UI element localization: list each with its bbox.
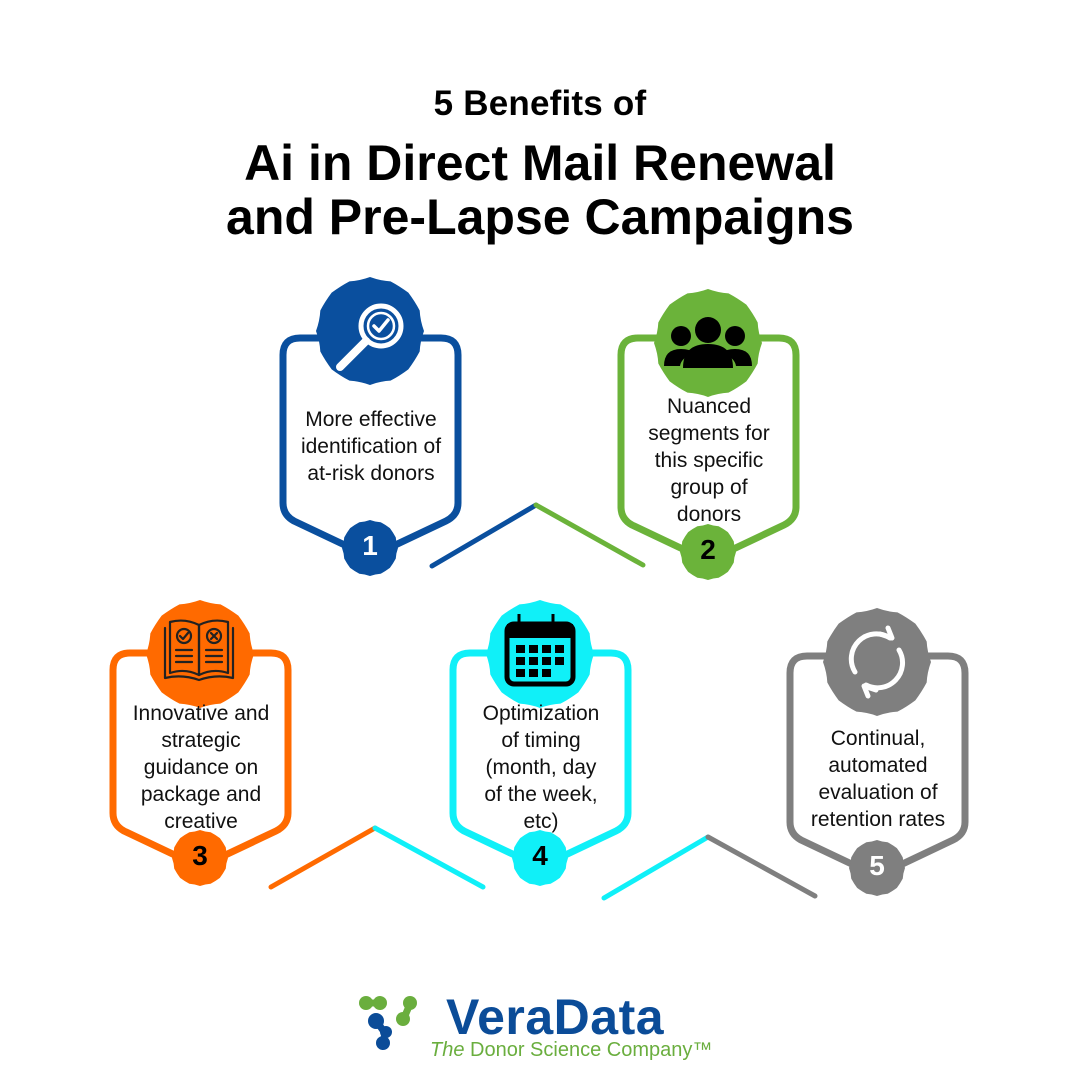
people-group-icon [664, 317, 752, 368]
benefit-1-line-2: identification of [300, 435, 442, 458]
benefit-1-text: More effective identification of at-risk… [283, 406, 459, 487]
calendar-icon [504, 614, 576, 687]
benefit-3-line-1: Innovative and [132, 702, 270, 725]
benefit-card-1 [279, 277, 462, 576]
magnifier-check-icon [336, 303, 404, 371]
benefit-2-line-3: this specific [654, 449, 764, 472]
benefit-2-number: 2 [700, 534, 716, 565]
benefit-4-text: Optimization of timing (month, day of th… [453, 700, 629, 835]
benefit-2-line-4: group of [670, 476, 748, 499]
benefit-3-line-2: strategic [161, 729, 241, 752]
benefit-3-line-3: guidance on [143, 756, 259, 779]
logo-tagline: The Donor Science Company™ [430, 1039, 712, 1062]
benefit-4-line-1: Optimization [482, 702, 600, 725]
benefit-5-line-4: retention rates [810, 808, 946, 831]
benefit-card-2 [617, 289, 800, 580]
veradata-logo-mark [359, 996, 417, 1050]
benefit-5-line-1: Continual, [830, 727, 926, 750]
benefit-4-line-3: (month, day [485, 756, 597, 779]
benefit-3-line-5: creative [164, 810, 238, 833]
benefit-5-number: 5 [869, 850, 885, 881]
benefit-1-number: 1 [362, 530, 378, 561]
benefit-1-line-1: More effective [305, 408, 437, 431]
tagline-rest: Donor Science Company™ [464, 1039, 713, 1061]
benefit-2-line-2: segments for [648, 422, 770, 445]
benefit-2-line-5: donors [676, 503, 742, 526]
refresh-cycle-icon [848, 625, 906, 699]
benefit-1-line-3: at-risk donors [307, 462, 435, 485]
veradata-logo-text: VeraData [446, 989, 665, 1045]
benefit-4-line-2: of timing [501, 729, 581, 752]
benefit-3-text: Innovative and strategic guidance on pac… [108, 700, 294, 835]
benefit-3-line-4: package and [140, 783, 262, 806]
benefit-2-text: Nuanced segments for this specific group… [621, 393, 797, 528]
benefit-card-4 [449, 600, 632, 886]
benefit-4-line-4: of the week, [484, 783, 598, 806]
benefit-5-text: Continual, automated evaluation of reten… [787, 725, 969, 833]
benefit-4-line-5: etc) [523, 810, 559, 833]
title-line-2: and Pre-Lapse Campaigns [226, 189, 854, 245]
benefit-5-line-3: evaluation of [818, 781, 938, 804]
benefit-2-line-1: Nuanced [666, 395, 752, 418]
title-line-1: Ai in Direct Mail Renewal [244, 135, 836, 191]
benefit-card-5 [786, 608, 969, 896]
benefit-5-line-2: automated [828, 754, 928, 777]
benefit-card-3 [109, 600, 292, 886]
subtitle: 5 Benefits of [433, 84, 647, 123]
benefit-4-number: 4 [532, 840, 548, 871]
open-book-check-x-icon [163, 619, 235, 682]
page-title: Ai in Direct Mail Renewal and Pre-Lapse … [0, 136, 1080, 244]
benefit-3-number: 3 [192, 840, 208, 871]
connector-lines [268, 502, 818, 901]
tagline-italic: The [430, 1039, 465, 1061]
